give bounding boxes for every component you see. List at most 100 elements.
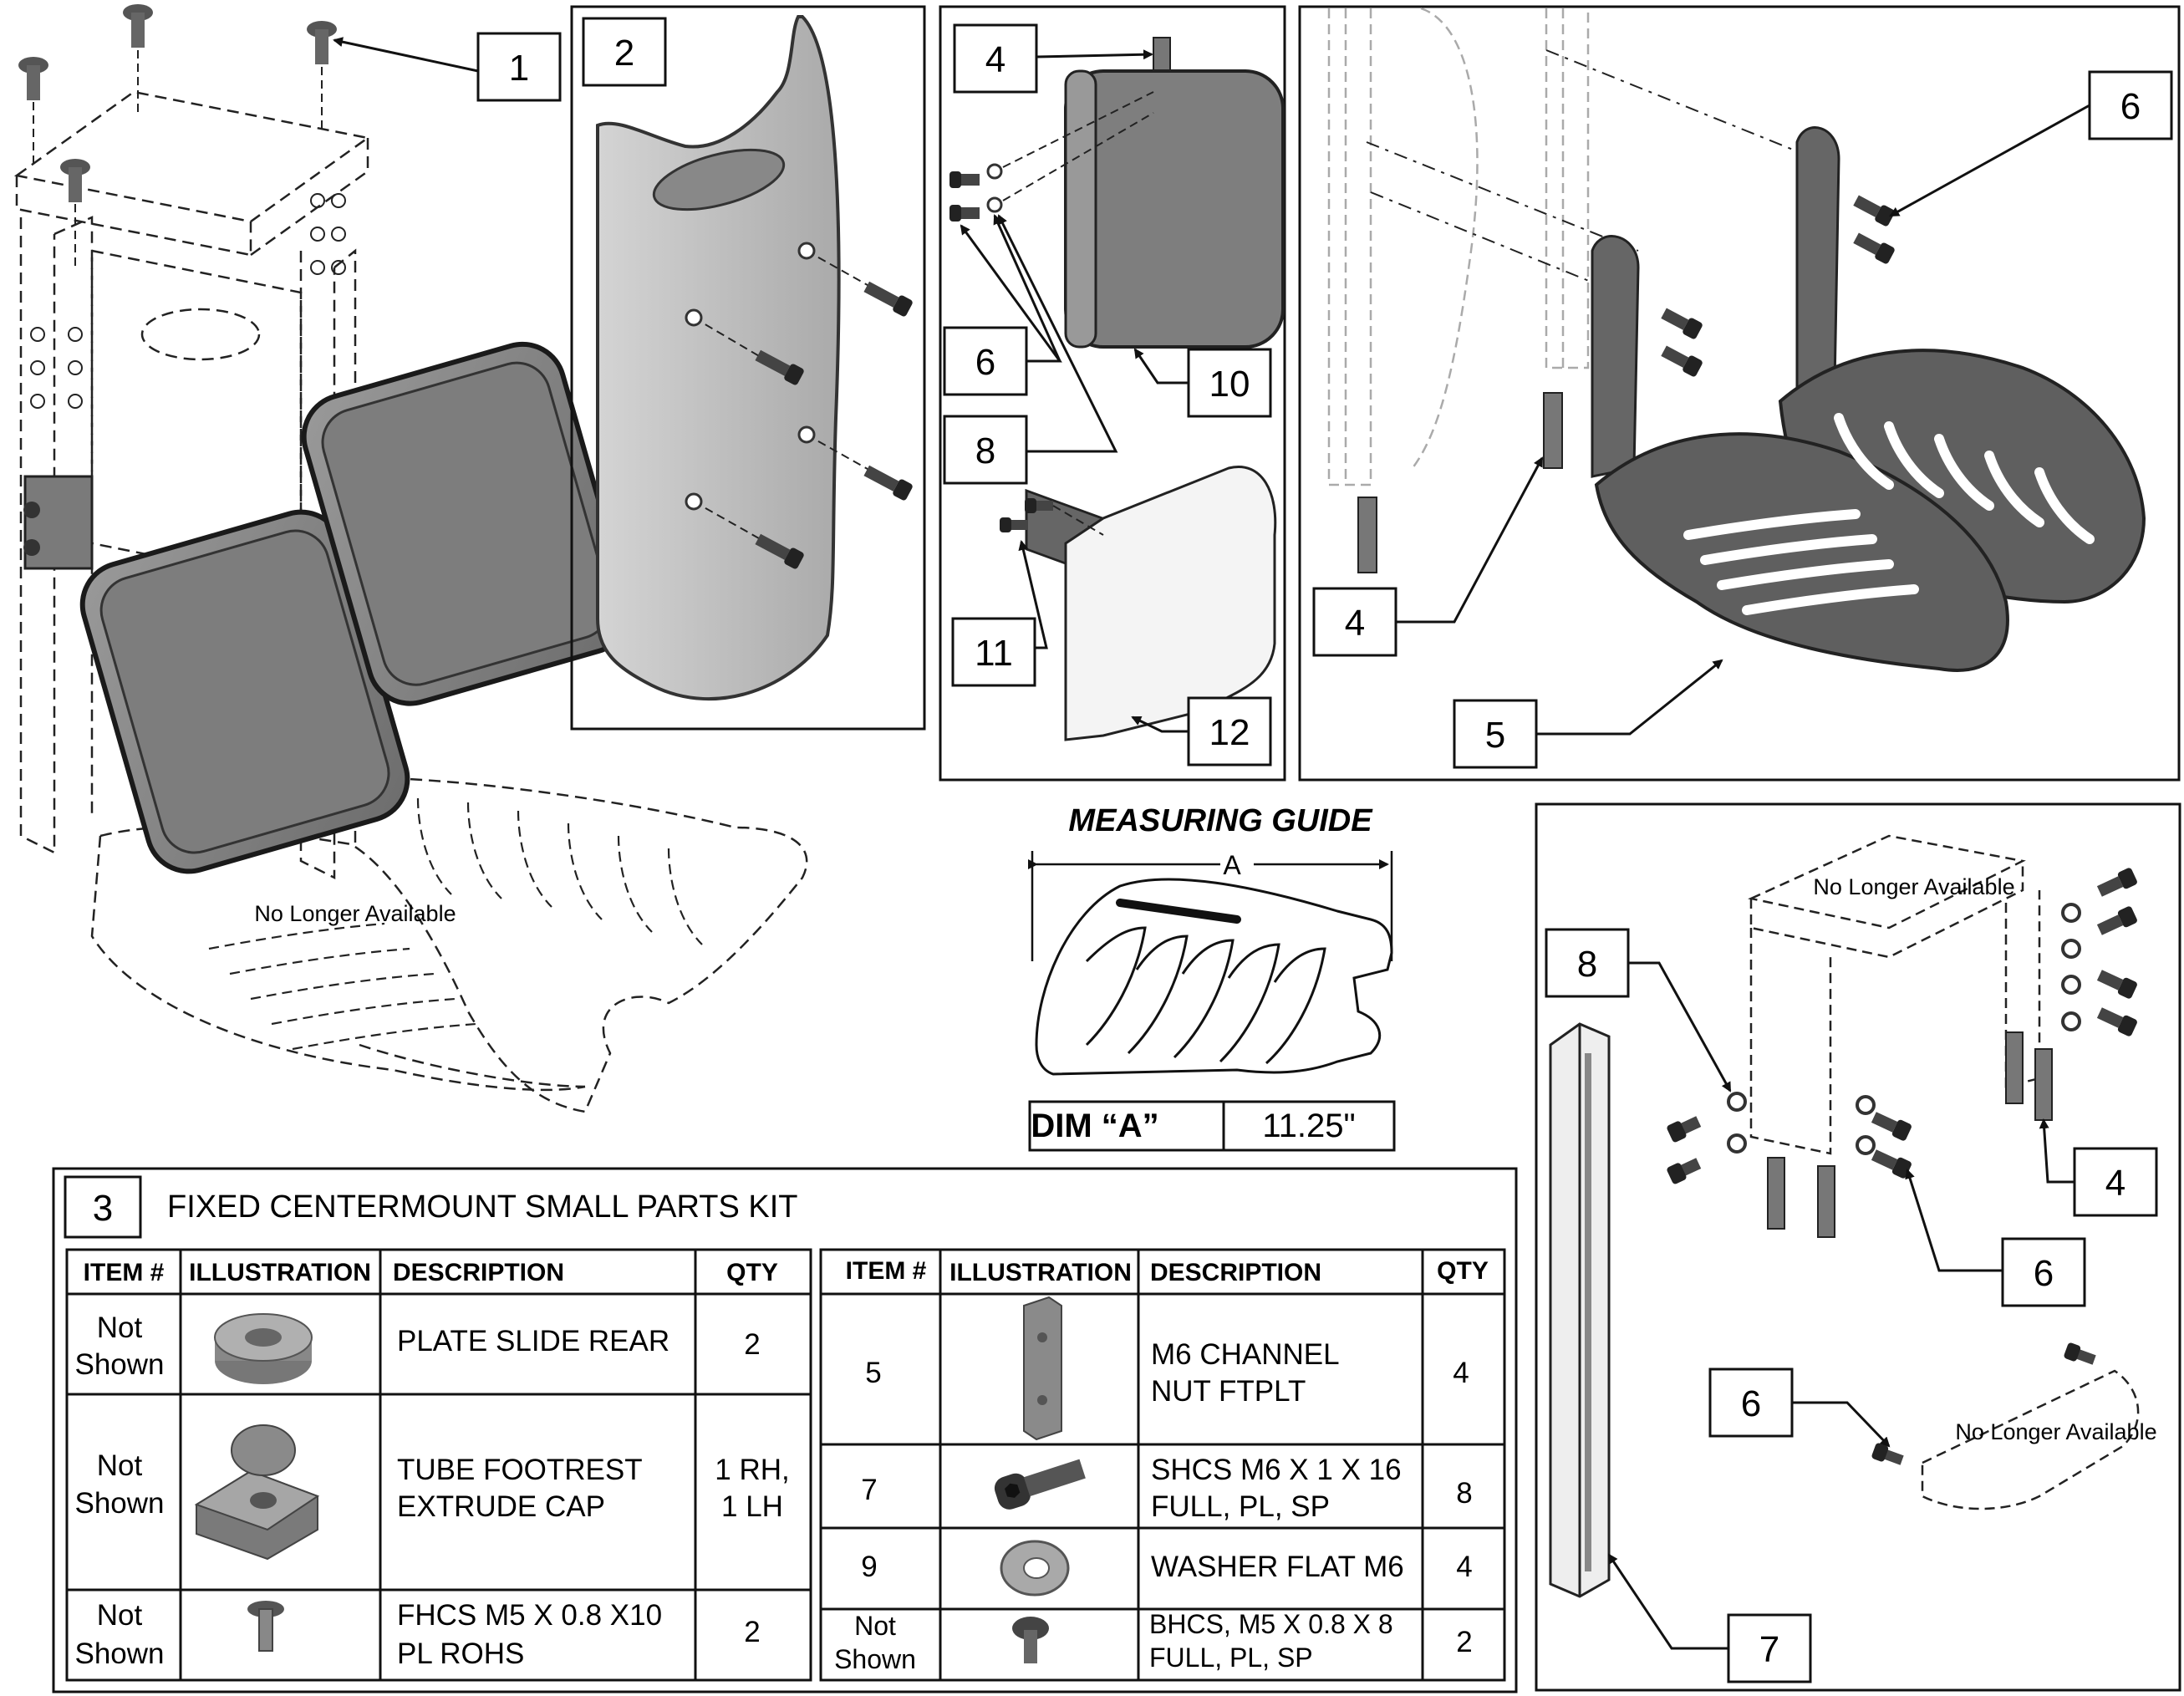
dimension-table [1028, 1100, 1396, 1152]
button-head-screw-icon [1012, 1617, 1049, 1663]
callout-label: 1 [509, 48, 529, 89]
header-illustration: ILLUSTRATION [949, 1259, 1132, 1286]
measuring-guide-title: MEASURING GUIDE [1068, 803, 1373, 838]
table-row: 7 SHCS M6 X 1 X 16 FULL, PL, SP 8 [861, 1454, 1472, 1523]
callout-label: 8 [1577, 944, 1597, 985]
no-longer-available-note: No Longer Available [1955, 1419, 2156, 1444]
channel-nut-icon [1767, 1157, 1785, 1230]
callout-label: 8 [975, 430, 995, 471]
callout-label: 10 [1209, 364, 1250, 405]
description-cell: PLATE SLIDE REAR [397, 1325, 669, 1357]
item-cell: Not [97, 1311, 143, 1344]
dimension-label: DIM “A” [1031, 1108, 1158, 1144]
plate-slide-rear-icon [214, 1313, 313, 1384]
qty-cell: 2 [744, 1328, 760, 1361]
extrusion-tube [1549, 1022, 1611, 1598]
description-cell: FULL, PL, SP [1151, 1490, 1330, 1523]
description-cell: SHCS M6 X 1 X 16 [1151, 1454, 1402, 1486]
callout-label: 6 [975, 342, 995, 383]
callout-label: 12 [1209, 712, 1250, 753]
callout-box [2001, 1237, 2086, 1307]
channel-nut-icon [1357, 497, 1377, 573]
flat-head-screw-icon [247, 1601, 284, 1652]
callout-label: 4 [2105, 1163, 2125, 1204]
callout-box [1312, 587, 1397, 657]
description-cell: PL ROHS [397, 1637, 524, 1670]
screw-set [685, 242, 913, 569]
table-row: Not Shown BHCS, M5 X 0.8 X 8 FULL, PL, S… [834, 1609, 1473, 1674]
callout-label: 6 [1741, 1383, 1761, 1424]
qty-cell: 8 [1456, 1477, 1472, 1510]
description-cell: WASHER FLAT M6 [1151, 1551, 1404, 1583]
kit-number: 3 [93, 1188, 113, 1229]
description-cell: FULL, PL, SP [1149, 1643, 1313, 1673]
description-cell: FHCS M5 X 0.8 X10 [397, 1599, 662, 1632]
qty-cell: 1 RH, [715, 1454, 789, 1486]
callout-box [1187, 696, 1272, 767]
socket-head-screw-icon [994, 1459, 1086, 1510]
dimension-value: 11.25" [1262, 1108, 1355, 1144]
panel-bracket-assembly [1535, 802, 2181, 1692]
footplate-outline [1035, 878, 1393, 1076]
table-row: 5 M6 CHANNEL NUT FTPLT 4 [865, 1296, 1469, 1441]
table-row: 9 WASHER FLAT M6 4 [861, 1540, 1473, 1597]
item-cell: Shown [834, 1644, 916, 1674]
footplate-slots [1683, 413, 2095, 615]
header-qty: QTY [1437, 1257, 1489, 1285]
dimension-letter: A [1223, 850, 1241, 880]
description-cell: BHCS, M5 X 0.8 X 8 [1149, 1609, 1393, 1639]
item-cell: Not [854, 1611, 896, 1641]
qty-cell: 2 [744, 1616, 760, 1648]
callout-box [951, 617, 1036, 687]
header-item: ITEM # [846, 1257, 927, 1285]
panel-calf-pad-side [570, 5, 926, 731]
item-cell: 9 [861, 1551, 877, 1583]
panel-pad-hardware [939, 5, 1286, 782]
header-description: DESCRIPTION [393, 1259, 564, 1286]
no-longer-available-note: No Longer Available [254, 901, 456, 926]
header-illustration: ILLUSTRATION [189, 1259, 371, 1286]
channel-nut-icon [2005, 1031, 2024, 1104]
callout-label: 7 [1759, 1629, 1779, 1670]
qty-cell: 4 [1453, 1357, 1469, 1389]
item-cell: Not [97, 1449, 143, 1482]
callout-box [943, 415, 1028, 485]
channel-nut-icon [2034, 1048, 2053, 1121]
tube-footrest-cap-icon [194, 1424, 320, 1561]
item-cell: Shown [74, 1487, 164, 1520]
table-row: Not Shown FHCS M5 X 0.8 X10 PL ROHS 2 [74, 1599, 760, 1670]
callout-label: 4 [1345, 603, 1365, 644]
calf-pad-side-illustration [596, 15, 841, 701]
callout-label: 6 [2120, 86, 2141, 127]
qty-cell: 4 [1456, 1551, 1472, 1583]
parts-table-right [819, 1248, 1506, 1682]
parts-kit-panel [52, 1167, 1518, 1693]
ghost-tubes [1327, 7, 1590, 486]
table-row: Not Shown PLATE SLIDE REAR 2 [74, 1311, 761, 1384]
item-cell: Not [97, 1599, 143, 1632]
header-item: ITEM # [84, 1259, 165, 1286]
callout-box [943, 326, 1028, 396]
callout-box [1727, 1613, 1812, 1683]
callout-box [1708, 1367, 1794, 1438]
item-cell: Shown [74, 1348, 164, 1381]
flat-washer-icon [1000, 1540, 1070, 1597]
kit-title: FIXED CENTERMOUNT SMALL PARTS KIT [167, 1189, 798, 1225]
main-assembly-view [13, 4, 808, 1113]
callout-label: 2 [614, 33, 634, 74]
callout-label: 6 [2034, 1253, 2054, 1294]
panel-footplate [1298, 5, 2181, 782]
channel-nut-icon [1543, 392, 1563, 469]
callout-label: 5 [1485, 715, 1505, 756]
channel-nut-icon [1817, 1165, 1835, 1238]
item-cell: 5 [865, 1357, 881, 1389]
description-cell: TUBE FOOTREST [397, 1454, 643, 1486]
description-cell: M6 CHANNEL [1151, 1338, 1340, 1371]
callout-box [953, 23, 1038, 94]
header-description: DESCRIPTION [1150, 1259, 1321, 1286]
qty-cell: 2 [1456, 1626, 1472, 1658]
callout-box [476, 32, 562, 102]
callout-box [2088, 70, 2173, 140]
item-cell: Shown [74, 1637, 164, 1670]
callout-box [64, 1175, 142, 1239]
